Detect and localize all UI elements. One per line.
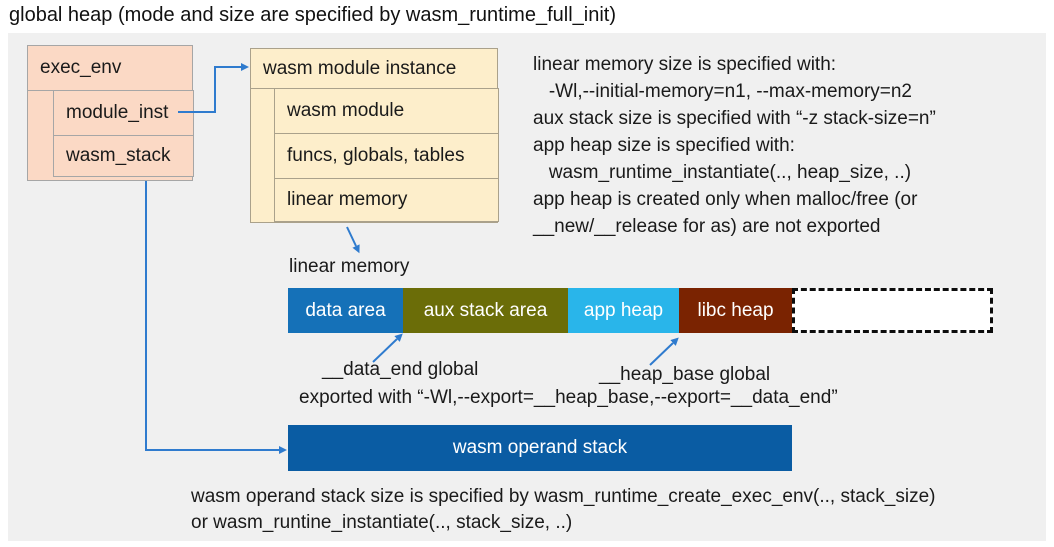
page-title: global heap (mode and size are specified… <box>9 4 616 26</box>
export-flags-label: exported with “-Wl,--export=__heap_base,… <box>299 387 838 408</box>
wasm-operand-stack-bar: wasm operand stack <box>288 425 792 471</box>
note-line: app heap size is specified with: <box>533 135 795 156</box>
exec-env-header: exec_env <box>28 46 192 91</box>
exec-env-row-wasm-stack: wasm_stack <box>53 135 194 177</box>
segment-data-area: data area <box>288 288 403 333</box>
note-line: app heap is created only when malloc/fre… <box>533 189 918 210</box>
operand-stack-size-note: wasm operand stack size is specified by … <box>191 484 936 536</box>
segment-app-heap: app heap <box>568 288 679 333</box>
note-line: wasm operand stack size is specified by … <box>191 486 936 507</box>
linear-memory-bar: data area aux stack area app heap libc h… <box>288 283 993 336</box>
memory-size-notes: linear memory size is specified with: -W… <box>533 51 936 240</box>
note-line: linear memory size is specified with: <box>533 54 837 75</box>
exec-env-box: exec_env module_inst wasm_stack <box>27 45 194 181</box>
module-instance-row-funcs-globals-tables: funcs, globals, tables <box>274 133 499 179</box>
segment-enlarged-memory: enlarged memory <box>792 288 993 333</box>
note-line: -Wl,--initial-memory=n1, --max-memory=n2 <box>533 81 912 102</box>
wasm-module-instance-box: wasm module instance wasm module funcs, … <box>250 48 499 223</box>
heap-base-global-label: __heap_base global <box>599 364 771 385</box>
segment-aux-stack-area: aux stack area <box>403 288 568 333</box>
note-line: wasm_runtime_instantiate(.., heap_size, … <box>533 162 912 183</box>
module-instance-row-linear-memory: linear memory <box>274 178 499 222</box>
exec-env-row-module-inst: module_inst <box>53 90 194 136</box>
note-line: __new/__release for as) are not exported <box>533 216 881 237</box>
module-instance-row-wasm-module: wasm module <box>274 88 499 134</box>
linear-memory-label: linear memory <box>289 256 410 277</box>
segment-libc-heap: libc heap <box>679 288 792 333</box>
note-line: or wasm_runtine_instantiate(.., stack_si… <box>191 512 573 533</box>
data-end-global-label: __data_end global <box>322 359 479 380</box>
note-line: aux stack size is specified with “-z sta… <box>533 108 936 129</box>
wasm-module-instance-header: wasm module instance <box>251 49 497 89</box>
